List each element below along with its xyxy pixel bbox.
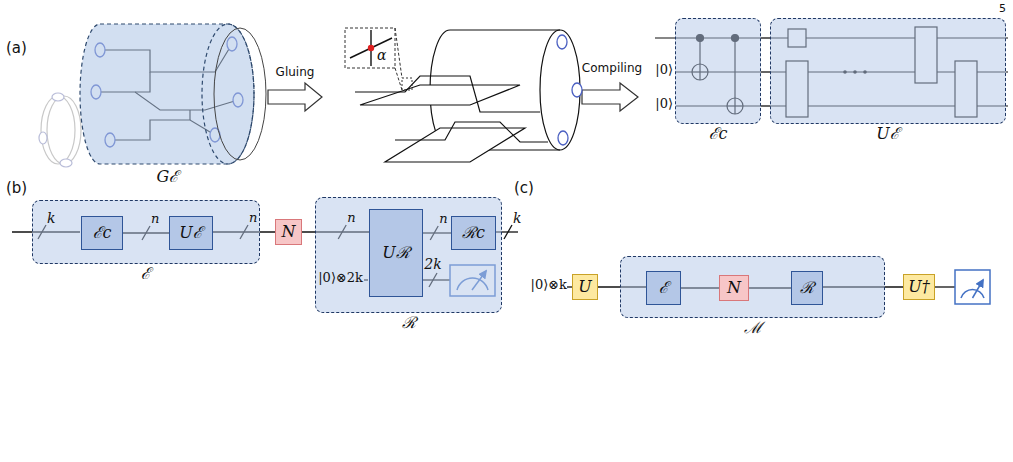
zoom-inset — [345, 28, 412, 90]
ket-label: |0⟩⊗2k — [318, 271, 363, 286]
node-label: ℛ — [316, 314, 501, 332]
panel-label: (a) — [6, 40, 27, 57]
boundary-qubit — [572, 83, 582, 97]
node-label: Gℰ — [78, 168, 258, 186]
process-box: U† — [903, 274, 935, 300]
zoom-inset — [368, 45, 374, 51]
quantum-wire — [761, 37, 770, 38]
node-label: N — [282, 223, 296, 241]
glued-surface — [360, 85, 520, 105]
node-label: ℰc — [93, 224, 112, 242]
register-wire — [935, 286, 955, 287]
glued-surface — [385, 128, 525, 162]
node-label: U — [578, 278, 591, 296]
node-label: ℛc — [462, 224, 485, 242]
dashed-group: ℰc — [675, 18, 761, 124]
glued-surface — [395, 122, 548, 142]
node-label: ℳ — [621, 319, 884, 337]
zoom-inset — [402, 78, 412, 90]
cylinder-outline — [78, 22, 258, 166]
ghost-ring — [52, 93, 64, 101]
node-label: Uℛ — [382, 244, 409, 262]
node-label: ℰc — [676, 125, 760, 143]
ket-label: |0⟩ — [655, 97, 673, 112]
glued-surface — [355, 76, 540, 112]
process-box: Uℰ — [169, 216, 213, 250]
panel-label: (c) — [514, 180, 534, 197]
ghost-ring — [60, 159, 72, 167]
arrow-caption: Compiling — [582, 62, 642, 76]
process-box: U — [572, 274, 598, 300]
dashed-group: ℛUℛℛc — [315, 197, 502, 313]
node-label: Uℰ — [179, 224, 202, 242]
node-label: ℰ — [659, 279, 669, 297]
ghost-ring — [41, 96, 75, 164]
measurement-symbol — [955, 270, 990, 304]
node-label: U† — [908, 278, 929, 296]
ket-label: |0⟩⊗k — [531, 278, 568, 293]
angle-label: α — [377, 47, 386, 63]
node-label: ℰ — [33, 265, 259, 283]
quantum-wire — [761, 38, 770, 39]
cylinder-outline — [80, 24, 254, 164]
node-label: N — [727, 279, 741, 297]
node-label: Uℰ — [771, 125, 1005, 143]
ghost-ring — [39, 132, 47, 144]
dashed-group: ℰℰcUℰ — [32, 200, 260, 264]
arrow-caption: Gluing — [276, 66, 315, 80]
page-number: 5 — [999, 3, 1006, 16]
ket-label: |0⟩ — [655, 63, 673, 78]
cylinder-region: Gℰ — [78, 22, 258, 166]
process-box: ℰ — [646, 271, 681, 305]
node-label: ℛ — [800, 279, 814, 297]
ghost-ring — [47, 96, 81, 164]
quantum-wire — [761, 105, 770, 106]
wire-width-label: n — [439, 212, 447, 227]
process-box: N — [275, 219, 302, 245]
wire-width-label: k — [47, 210, 55, 226]
measurement-symbol — [973, 280, 984, 298]
quantum-wire — [761, 71, 770, 72]
gluing-arrow — [268, 83, 322, 111]
gluing-arrow — [582, 83, 638, 111]
wire-width-label: 2k — [424, 256, 441, 272]
ghost-ring — [39, 93, 81, 167]
dashed-group: Uℰ — [770, 18, 1006, 124]
zoom-inset — [395, 68, 402, 90]
glued-surface — [450, 29, 560, 30]
panel-label: (b) — [6, 180, 27, 197]
cylinder-end — [214, 28, 266, 160]
boundary-qubit — [557, 35, 567, 49]
wire-width-label: n — [151, 212, 159, 227]
quantum-wire — [761, 106, 770, 107]
dashed-group: ℳℰNℛ — [620, 256, 885, 318]
process-box: N — [719, 275, 749, 301]
wire-width-label: k — [513, 210, 521, 226]
register-wire — [504, 225, 512, 239]
boundary-qubit — [558, 131, 568, 145]
cylinder-end — [202, 24, 254, 164]
gluing-arrow — [268, 83, 638, 111]
wire-width-label: n — [347, 211, 355, 226]
process-box: ℛc — [451, 216, 496, 250]
process-box: Uℛ — [369, 209, 423, 297]
process-box: ℛ — [791, 271, 823, 305]
boundary-qubit — [557, 35, 582, 145]
zoom-inset — [345, 28, 395, 68]
wire-width-label: n — [249, 211, 257, 226]
quantum-wire — [761, 72, 770, 73]
process-box: ℰc — [81, 216, 123, 250]
